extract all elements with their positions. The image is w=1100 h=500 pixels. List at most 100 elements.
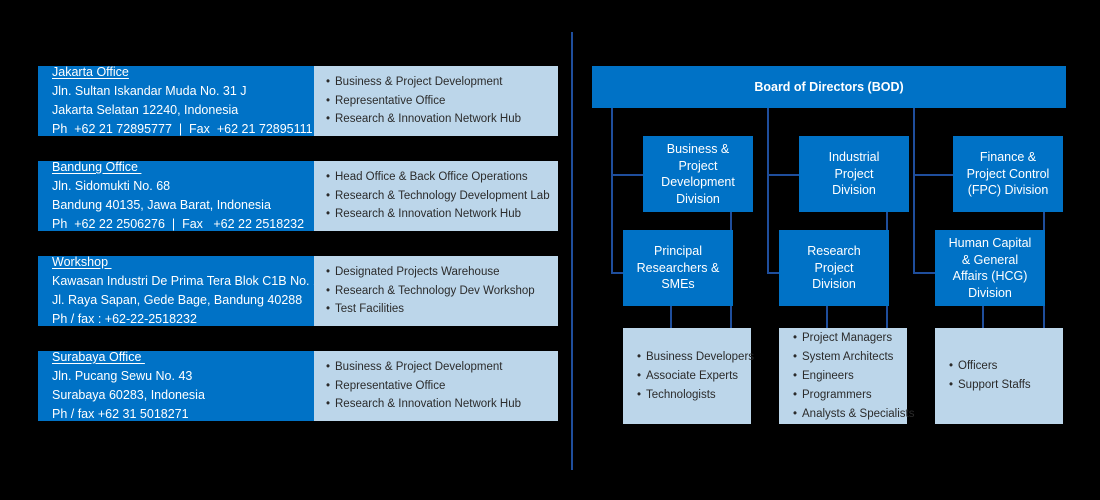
office-address-line: Jln. Sidomukti No. 68 (52, 179, 171, 193)
office-services-card: • Business & Project Development •Represe… (314, 66, 558, 136)
role-label: Project Managers (802, 331, 893, 344)
service-label: Research & Technology Dev Workshop (335, 284, 535, 297)
role-item: • System Architects (793, 348, 897, 367)
bullet-icon: • (326, 76, 331, 89)
role-item: • Project Managers (793, 329, 897, 348)
connector-arm-branch-3-division (913, 174, 955, 176)
service-label: Research & Technology Development Lab (335, 189, 550, 202)
office-contact-line: Ph / fax : +62-22-2518232 (52, 312, 197, 326)
office-address-line: Jakarta Selatan 12240, Indonesia (52, 103, 239, 117)
service-item: • Research & Technology Dev Workshop (326, 282, 548, 301)
office-services-card: • Head Office & Back Office Operations • R… (314, 161, 558, 231)
office-address-line: Kawasan Industri De Prima Tera Blok C1B … (52, 274, 320, 288)
role-item: •Technologists (637, 386, 741, 405)
role-label: Engineers (802, 369, 854, 382)
bullet-icon: • (326, 189, 331, 202)
office-contact-line: Ph / fax +62 31 5018271 (52, 407, 189, 421)
bullet-icon: • (793, 407, 798, 420)
office-contact-line: Ph +62 22 2506276 | Fax +62 22 2518232 (52, 217, 305, 231)
connector-arm-branch-1-subdivision (611, 272, 625, 274)
role-item: • Officers (949, 357, 1053, 376)
subdivision-node-principal-researchers-smes[interactable]: Principal Researchers & SMEs (623, 230, 733, 306)
service-label: Business & Project Development (335, 361, 503, 374)
office-row-bandung: Bandung Office Jln. Sidomukti No. 68 Ban… (38, 160, 558, 231)
office-address-line: Jln. Sultan Iskandar Muda No. 31 J (52, 84, 247, 98)
connector-arm-branch-2-subdivision (767, 272, 781, 274)
role-item: • Analysts & Specialists (793, 405, 915, 424)
service-item: •Research & Innovation Network Hub (326, 110, 548, 129)
role-item: • Support Staffs (949, 376, 1053, 395)
office-name: Bandung Office (52, 160, 142, 174)
service-label: Business & Project Development (335, 76, 503, 89)
service-item: •Test Facilities (326, 300, 548, 319)
role-item: • Associate Experts (637, 367, 741, 386)
service-item: •Business & Project Development (326, 358, 548, 377)
board-of-directors-node[interactable]: Board of Directors (BOD) (592, 66, 1066, 108)
office-address-line: Surabaya 60283, Indonesia (52, 388, 205, 402)
role-item: • Business Developers (637, 348, 754, 367)
office-address-card: Jakarta Office Jln. Sultan Iskandar Muda… (38, 65, 314, 136)
subdivision-node-research-project[interactable]: Research Project Division (779, 230, 889, 306)
service-label: Research & Innovation Network Hub (335, 398, 522, 411)
service-item: • Designated Projects Warehouse (326, 263, 548, 282)
office-address-card: Surabaya Office Jln. Pucang Sewu No. 43 … (38, 350, 314, 421)
bullet-icon: • (793, 369, 798, 382)
service-item: • Research & Technology Development Lab (326, 187, 550, 206)
connector-drop-subdivision-2 (826, 305, 828, 328)
role-item: • Engineers (793, 367, 897, 386)
office-address-card: Bandung Office Jln. Sidomukti No. 68 Ban… (38, 160, 314, 231)
office-services-card: •Business & Project Development •Represe… (314, 351, 558, 421)
bullet-icon: • (949, 379, 954, 391)
service-label: Head Office & Back Office Operations (335, 171, 528, 184)
office-address-card: Workshop Kawasan Industri De Prima Tera … (38, 255, 320, 326)
bullet-icon: • (326, 284, 331, 297)
connector-trunk-branch-1 (611, 108, 613, 274)
service-item: •Representative Office (326, 377, 548, 396)
role-label: Associate Experts (646, 369, 739, 382)
role-label: Analysts & Specialists (802, 407, 915, 420)
board-of-directors-label: Board of Directors (BOD) (754, 80, 904, 94)
bullet-icon: • (637, 369, 642, 382)
bullet-icon: • (793, 350, 798, 363)
service-label: Test Facilities (335, 303, 405, 316)
division-node-industrial-project[interactable]: Industrial Project Division (799, 136, 909, 212)
connector-drop-subdivision-3 (982, 305, 984, 328)
bullet-icon: • (326, 266, 331, 279)
bullet-icon: • (793, 388, 798, 401)
bullet-icon: • (326, 113, 331, 126)
service-label: Research & Innovation Network Hub (335, 208, 522, 221)
office-contact-line: Ph +62 21 72895777 | Fax +62 21 72895111 (52, 122, 313, 136)
bullet-icon: • (949, 360, 954, 372)
roles-box-finance-human-capital: • Officers • Support Staffs (935, 328, 1063, 424)
office-row-jakarta: Jakarta Office Jln. Sultan Iskandar Muda… (38, 65, 558, 136)
bullet-icon: • (326, 171, 331, 184)
bullet-icon: • (637, 350, 642, 363)
vertical-divider (571, 32, 573, 470)
connector-trunk-branch-3 (913, 108, 915, 274)
bullet-icon: • (326, 94, 331, 107)
role-label: System Architects (802, 350, 894, 363)
service-item: • Business & Project Development (326, 73, 548, 92)
office-row-surabaya: Surabaya Office Jln. Pucang Sewu No. 43 … (38, 350, 558, 421)
role-label: Support Staffs (958, 379, 1031, 391)
subdivision-node-human-capital-general-affairs[interactable]: Human Capital & General Affairs (HCG) Di… (935, 230, 1045, 306)
division-node-finance-project-control[interactable]: Finance & Project Control (FPC) Division (953, 136, 1063, 212)
division-node-business-project-development[interactable]: Business & Project Development Division (643, 136, 753, 212)
connector-drop-subdivision-1 (670, 305, 672, 328)
service-item: •Representative Office (326, 92, 548, 111)
role-label: Programmers (802, 388, 872, 401)
service-label: Designated Projects Warehouse (335, 266, 500, 279)
role-label: Business Developers (646, 350, 755, 363)
role-label: Technologists (646, 388, 716, 401)
bullet-icon: • (326, 208, 331, 221)
connector-trunk-branch-2 (767, 108, 769, 274)
office-row-workshop: Workshop Kawasan Industri De Prima Tera … (38, 255, 558, 326)
service-item: • Head Office & Back Office Operations (326, 168, 548, 187)
office-name: Jakarta Office (52, 65, 129, 79)
roles-box-industrial-research-project: • Project Managers • System Architects • En… (779, 328, 915, 424)
bullet-icon: • (793, 331, 798, 344)
office-address-line: Jl. Raya Sapan, Gede Bage, Bandung 40288 (52, 293, 303, 307)
office-address-line: Bandung 40135, Jawa Barat, Indonesia (52, 198, 271, 212)
role-label: Officers (958, 360, 998, 372)
